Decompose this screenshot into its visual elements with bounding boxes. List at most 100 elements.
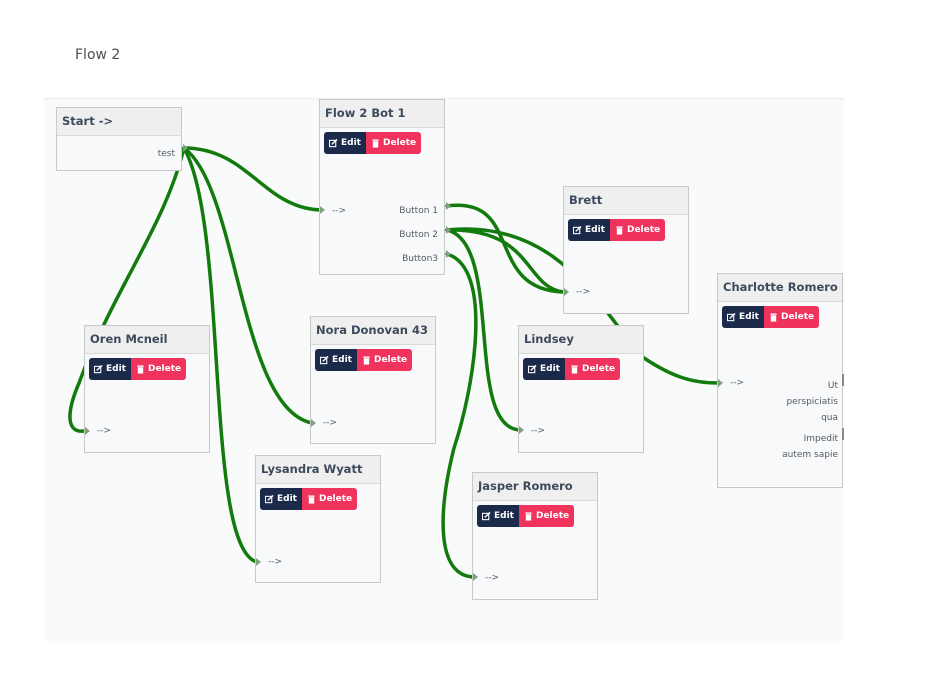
- flow-header: Flow 2: [44, 28, 844, 99]
- wire-b3-jasper: [441, 252, 478, 579]
- delete-button[interactable]: Delete: [301, 488, 358, 510]
- trash-icon: [137, 364, 144, 374]
- node-title: Lysandra Wyatt: [256, 456, 380, 484]
- output-port-button2[interactable]: Button 2: [399, 230, 438, 240]
- edit-label: Edit: [341, 138, 361, 148]
- node-flow2-bot1[interactable]: Flow 2 Bot 1 Edit Delete --> Button 1 Bu…: [319, 99, 445, 275]
- wire-b1-brett: [445, 203, 566, 294]
- delete-label: Delete: [581, 364, 616, 374]
- edit-label: Edit: [585, 225, 605, 235]
- flow-title: Flow 2: [75, 47, 121, 63]
- output-port-button3[interactable]: Button3: [402, 254, 438, 264]
- edit-icon: [320, 355, 329, 364]
- edit-label: Edit: [540, 364, 560, 374]
- input-connector[interactable]: [256, 558, 261, 566]
- edit-button[interactable]: Edit: [523, 358, 565, 380]
- edit-button[interactable]: Edit: [477, 505, 519, 527]
- output-port-impedit-autem[interactable]: Impedit autem sapie: [782, 434, 838, 460]
- input-connector[interactable]: [718, 379, 723, 387]
- node-title: Oren Mcneil: [85, 326, 209, 354]
- edit-button[interactable]: Edit: [89, 358, 131, 380]
- delete-button[interactable]: Delete: [518, 505, 575, 527]
- input-port[interactable]: -->: [576, 287, 591, 297]
- delete-label: Delete: [535, 511, 570, 521]
- wire-b2-lindsey: [445, 228, 522, 432]
- trash-icon: [616, 225, 623, 235]
- edit-icon: [265, 494, 274, 503]
- input-port[interactable]: -->: [730, 378, 745, 388]
- input-port[interactable]: -->: [268, 557, 283, 567]
- trash-icon: [308, 494, 315, 504]
- delete-button[interactable]: Delete: [564, 358, 621, 380]
- wire-test-nora: [182, 146, 314, 425]
- edit-icon: [94, 364, 103, 373]
- delete-button[interactable]: Delete: [609, 219, 666, 241]
- output-connector-test[interactable]: [183, 144, 188, 152]
- edit-button[interactable]: Edit: [568, 219, 610, 241]
- output-connector-button2[interactable]: [446, 226, 451, 234]
- output-port-test[interactable]: test: [157, 149, 175, 159]
- wire-test-bot1: [182, 146, 325, 212]
- edit-label: Edit: [739, 312, 759, 322]
- input-connector[interactable]: [85, 427, 90, 435]
- edit-label: Edit: [332, 355, 352, 365]
- node-title: Brett: [564, 187, 688, 215]
- edit-label: Edit: [494, 511, 514, 521]
- delete-label: Delete: [147, 364, 182, 374]
- node-title: Jasper Romero: [473, 473, 597, 501]
- delete-label: Delete: [373, 355, 408, 365]
- delete-label: Delete: [318, 494, 353, 504]
- node-title: Charlotte Romero: [718, 274, 842, 302]
- edit-button[interactable]: Edit: [722, 306, 764, 328]
- input-connector[interactable]: [320, 206, 325, 214]
- edit-label: Edit: [106, 364, 126, 374]
- output-connector-ut[interactable]: [842, 374, 844, 386]
- trash-icon: [770, 312, 777, 322]
- flow-canvas[interactable]: Flow 2 Start -> test Flow 2 Bot 1 Edit: [44, 28, 844, 641]
- edit-button[interactable]: Edit: [315, 349, 357, 371]
- delete-label: Delete: [780, 312, 815, 322]
- delete-button[interactable]: Delete: [365, 132, 422, 154]
- output-connector-button1[interactable]: [446, 202, 451, 210]
- wire-test-lysandra: [182, 146, 259, 564]
- node-nora-donovan[interactable]: Nora Donovan 43 Edit Delete -->: [310, 316, 436, 444]
- input-port[interactable]: -->: [97, 426, 112, 436]
- edit-icon: [528, 364, 537, 373]
- output-port-ut-perspiciatis[interactable]: Ut perspiciatis qua: [786, 381, 838, 423]
- output-connector-impedit[interactable]: [842, 428, 844, 440]
- input-connector[interactable]: [564, 288, 569, 296]
- node-jasper-romero[interactable]: Jasper Romero Edit Delete -->: [472, 472, 598, 600]
- node-title: Flow 2 Bot 1: [320, 100, 444, 128]
- output-connector-button3[interactable]: [446, 250, 451, 258]
- delete-button[interactable]: Delete: [763, 306, 820, 328]
- node-brett[interactable]: Brett Edit Delete -->: [563, 186, 689, 314]
- input-port[interactable]: -->: [485, 573, 500, 583]
- edit-button[interactable]: Edit: [324, 132, 366, 154]
- input-connector[interactable]: [311, 419, 316, 427]
- input-port[interactable]: -->: [323, 418, 338, 428]
- node-start[interactable]: Start -> test: [56, 107, 182, 171]
- delete-label: Delete: [626, 225, 661, 235]
- edit-label: Edit: [277, 494, 297, 504]
- node-lindsey[interactable]: Lindsey Edit Delete -->: [518, 325, 644, 453]
- trash-icon: [363, 355, 370, 365]
- input-connector[interactable]: [519, 426, 524, 434]
- wire-b2-brett: [445, 228, 566, 294]
- node-title: Start ->: [57, 108, 181, 136]
- output-port-button1[interactable]: Button 1: [399, 206, 438, 216]
- node-title: Lindsey: [519, 326, 643, 354]
- edit-icon: [329, 138, 338, 147]
- input-connector[interactable]: [473, 573, 478, 581]
- delete-button[interactable]: Delete: [356, 349, 413, 371]
- node-charlotte-romero[interactable]: Charlotte Romero Edit Delete --> Ut pers…: [717, 273, 843, 488]
- trash-icon: [571, 364, 578, 374]
- node-lysandra-wyatt[interactable]: Lysandra Wyatt Edit Delete -->: [255, 455, 381, 583]
- delete-button[interactable]: Delete: [130, 358, 187, 380]
- edit-icon: [727, 312, 736, 321]
- input-port[interactable]: -->: [531, 426, 546, 436]
- edit-button[interactable]: Edit: [260, 488, 302, 510]
- delete-label: Delete: [382, 138, 417, 148]
- node-oren-mcneil[interactable]: Oren Mcneil Edit Delete -->: [84, 325, 210, 453]
- input-port[interactable]: -->: [332, 206, 347, 216]
- edit-icon: [482, 511, 491, 520]
